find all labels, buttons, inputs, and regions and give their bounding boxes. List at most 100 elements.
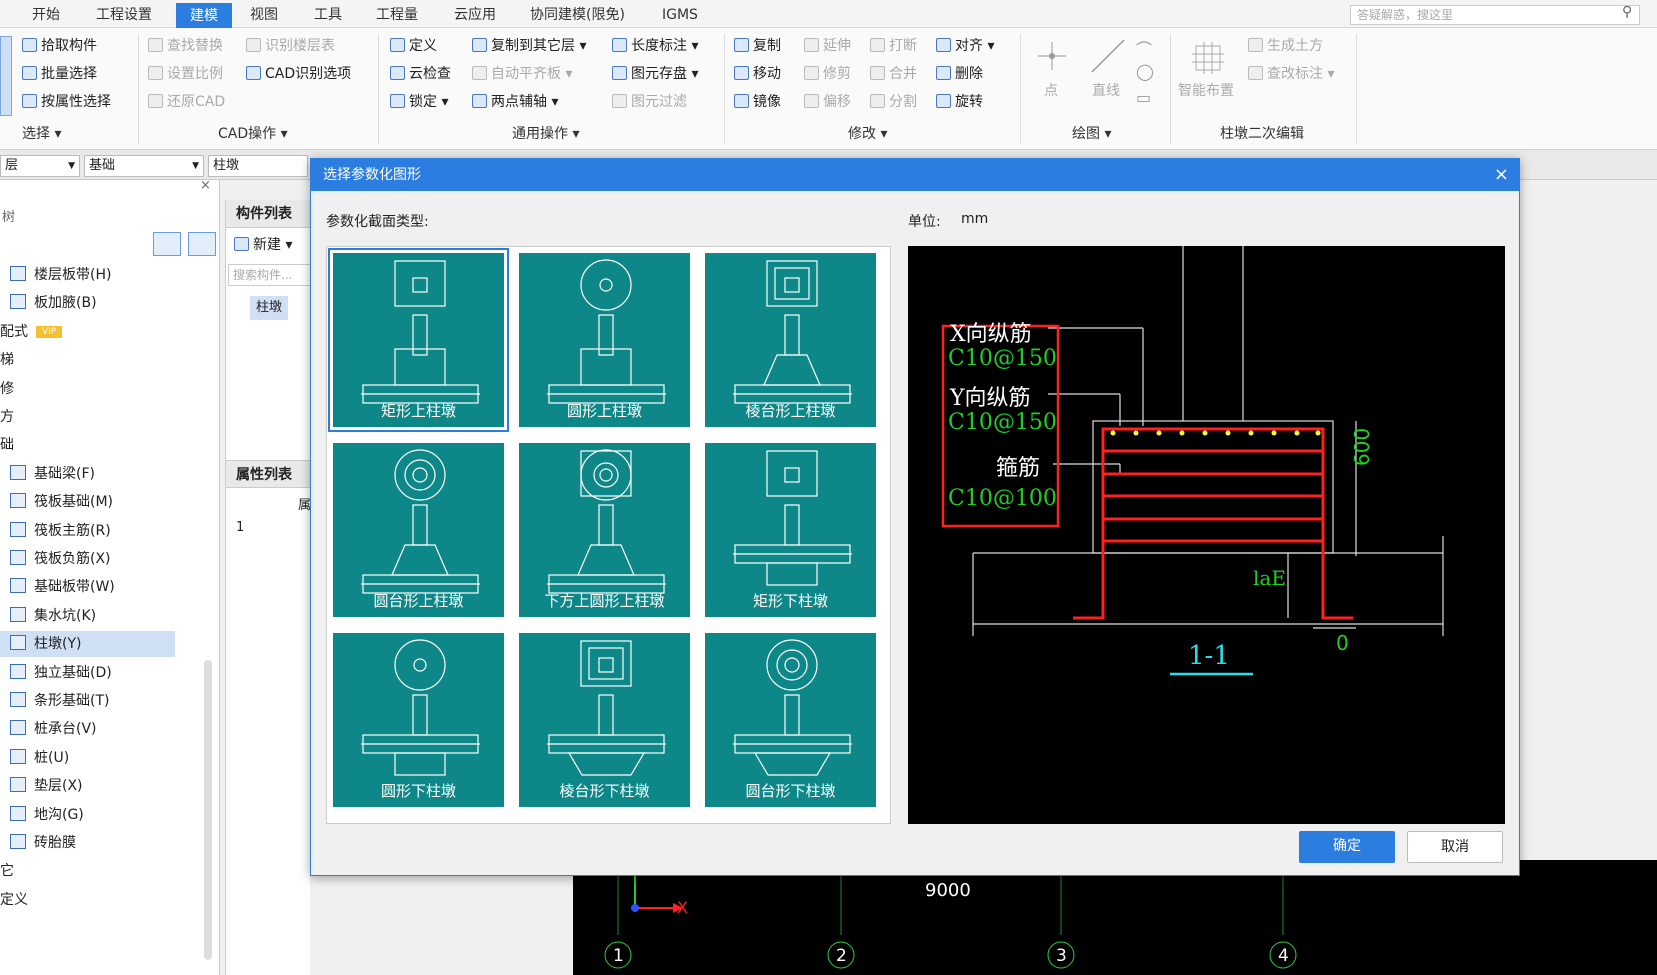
select-by-property-button[interactable]: 按属性选择 [22, 91, 111, 113]
draw-line-button[interactable]: 直线 [1092, 83, 1120, 99]
list-view-icon[interactable] [153, 232, 181, 256]
menu-view[interactable]: 视图 [250, 7, 278, 23]
shape-option[interactable]: 下方上圆形上柱墩 [517, 441, 692, 619]
trim-button[interactable]: 修剪 [804, 63, 851, 85]
tree-item[interactable]: 定义 [0, 891, 28, 908]
menu-modeling[interactable]: 建模 [176, 3, 232, 29]
group-label-select[interactable]: 选择 ▾ [22, 126, 62, 142]
tree-item[interactable]: 柱墩(Y) [0, 631, 175, 658]
tree-item[interactable]: 地沟(G) [0, 802, 84, 828]
ok-button[interactable]: 确定 [1299, 831, 1395, 863]
copy-button[interactable]: 复制 [734, 35, 781, 57]
identify-floor-table-button[interactable]: 识别楼层表 [246, 35, 335, 57]
menu-tools[interactable]: 工具 [314, 7, 342, 23]
edit-label-button[interactable]: 查改标注 ▾ [1248, 63, 1334, 85]
delete-button[interactable]: 删除 [936, 63, 983, 85]
shape-option[interactable]: 圆形下柱墩 [331, 631, 506, 809]
lock-button[interactable]: 锁定 ▾ [390, 91, 448, 113]
group-label-draw[interactable]: 绘图 ▾ [1072, 126, 1112, 142]
find-replace-button[interactable]: 查找替换 [148, 35, 223, 57]
cancel-button[interactable]: 取消 [1407, 831, 1503, 863]
tree-item[interactable]: 板加腋(B) [0, 290, 97, 316]
break-button[interactable]: 打断 [870, 35, 917, 57]
generate-earthwork-button[interactable]: 生成土方 [1248, 35, 1323, 57]
split-button[interactable]: 分割 [870, 91, 917, 113]
tree-item[interactable]: 筏板负筋(X) [0, 546, 111, 572]
shape-option[interactable]: 圆台形下柱墩 [703, 631, 878, 809]
circle-icon[interactable]: ◯ [1136, 62, 1154, 81]
close-icon[interactable]: × [1493, 164, 1509, 185]
two-point-axis-button[interactable]: 两点辅轴 ▾ [472, 91, 558, 113]
category-select[interactable]: 基础▼ [84, 155, 204, 177]
menu-quantity[interactable]: 工程量 [376, 7, 418, 23]
arc-icon[interactable]: ⌒ [1136, 40, 1153, 59]
auto-align-slab-button[interactable]: 自动平齐板 ▾ [472, 63, 572, 85]
shape-option[interactable]: 矩形上柱墩 [328, 248, 509, 432]
menu-start[interactable]: 开始 [32, 7, 60, 23]
component-item[interactable]: 柱墩 [250, 296, 288, 320]
floor-select[interactable]: 层▼ [0, 155, 80, 177]
menu-igms[interactable]: IGMS [662, 7, 698, 23]
move-button[interactable]: 移动 [734, 63, 781, 85]
tree-item[interactable]: 楼层板带(H) [0, 262, 111, 288]
element-filter-button[interactable]: 图元过滤 [612, 91, 687, 113]
tree-item[interactable]: 砖胎膜 [0, 830, 76, 856]
define-button[interactable]: 定义 [390, 35, 437, 57]
close-icon[interactable]: × [200, 178, 211, 193]
shape-option[interactable]: 棱台形上柱墩 [703, 251, 878, 429]
tree-item[interactable]: 它 [0, 863, 14, 880]
new-component-button[interactable]: 新建 ▾ [234, 234, 292, 256]
tree-item[interactable]: 方 [0, 409, 14, 425]
draw-point-button[interactable]: 点 [1044, 83, 1058, 99]
select-large-button[interactable] [0, 36, 12, 116]
tree-item[interactable]: 桩承台(V) [0, 716, 97, 742]
menu-project-settings[interactable]: 工程设置 [96, 7, 152, 23]
search-icon[interactable]: ⚲ [1622, 4, 1633, 20]
batch-select-button[interactable]: 批量选择 [22, 63, 97, 85]
extend-button[interactable]: 延伸 [804, 35, 851, 57]
type-select[interactable]: 柱墩 [208, 155, 308, 177]
shape-option[interactable]: 矩形下柱墩 [703, 441, 878, 619]
element-save-button[interactable]: 图元存盘 ▾ [612, 63, 698, 85]
set-scale-button[interactable]: 设置比例 [148, 63, 223, 85]
restore-cad-button[interactable]: 还原CAD [148, 91, 225, 113]
shape-option[interactable]: 圆形上柱墩 [517, 251, 692, 429]
shape-option[interactable]: 圆台形上柱墩 [331, 441, 506, 619]
tree-item[interactable]: 条形基础(T) [0, 688, 109, 714]
cad-identify-options-button[interactable]: CAD识别选项 [246, 63, 351, 85]
tree-item[interactable]: 梯 [0, 352, 14, 369]
mirror-button[interactable]: 镜像 [734, 91, 781, 113]
offset-button[interactable]: 偏移 [804, 91, 851, 113]
merge-button[interactable]: 合并 [870, 63, 917, 85]
tree-item[interactable]: 垫层(X) [0, 773, 83, 799]
pick-component-button[interactable]: 拾取构件 [22, 35, 97, 57]
group-label-general[interactable]: 通用操作 ▾ [512, 126, 580, 142]
copy-to-other-floor-button[interactable]: 复制到其它层 ▾ [472, 35, 586, 57]
length-dimension-button[interactable]: 长度标注 ▾ [612, 35, 698, 57]
group-label-modify[interactable]: 修改 ▾ [848, 126, 888, 142]
tree-item[interactable]: 修 [0, 380, 14, 397]
tree-item[interactable]: 桩(U) [0, 745, 69, 771]
tree-item[interactable]: 础 [0, 437, 14, 454]
tree-item[interactable]: 筏板基础(M) [0, 489, 113, 515]
shape-option[interactable]: 棱台形下柱墩 [517, 631, 692, 809]
component-search-input[interactable]: 搜索构件... [228, 264, 311, 286]
tree-item[interactable]: 集水坑(K) [0, 603, 96, 629]
help-search-input[interactable]: 答疑解惑，搜这里 [1350, 5, 1640, 25]
tree-item[interactable]: 基础板带(W) [0, 574, 115, 600]
tree-scrollbar[interactable] [204, 660, 212, 960]
smart-layout-button[interactable]: 智能布置 [1178, 83, 1234, 99]
tree-item[interactable]: 筏板主筋(R) [0, 518, 111, 544]
group-label-cad[interactable]: CAD操作 ▾ [218, 126, 288, 142]
drawing-canvas[interactable]: 9000 1 2 3 4 X [573, 860, 1657, 975]
rotate-button[interactable]: 旋转 [936, 91, 983, 113]
tree-item[interactable]: 基础梁(F) [0, 461, 95, 487]
rectangle-icon[interactable]: ▭ [1136, 88, 1152, 107]
align-button[interactable]: 对齐 ▾ [936, 35, 994, 57]
cloud-check-button[interactable]: 云检查 [390, 63, 451, 85]
tree-item[interactable]: 独立基础(D) [0, 660, 112, 686]
menu-cloud[interactable]: 云应用 [454, 7, 496, 23]
card-view-icon[interactable] [188, 232, 216, 256]
menu-collab[interactable]: 协同建模(限免) [530, 7, 625, 23]
